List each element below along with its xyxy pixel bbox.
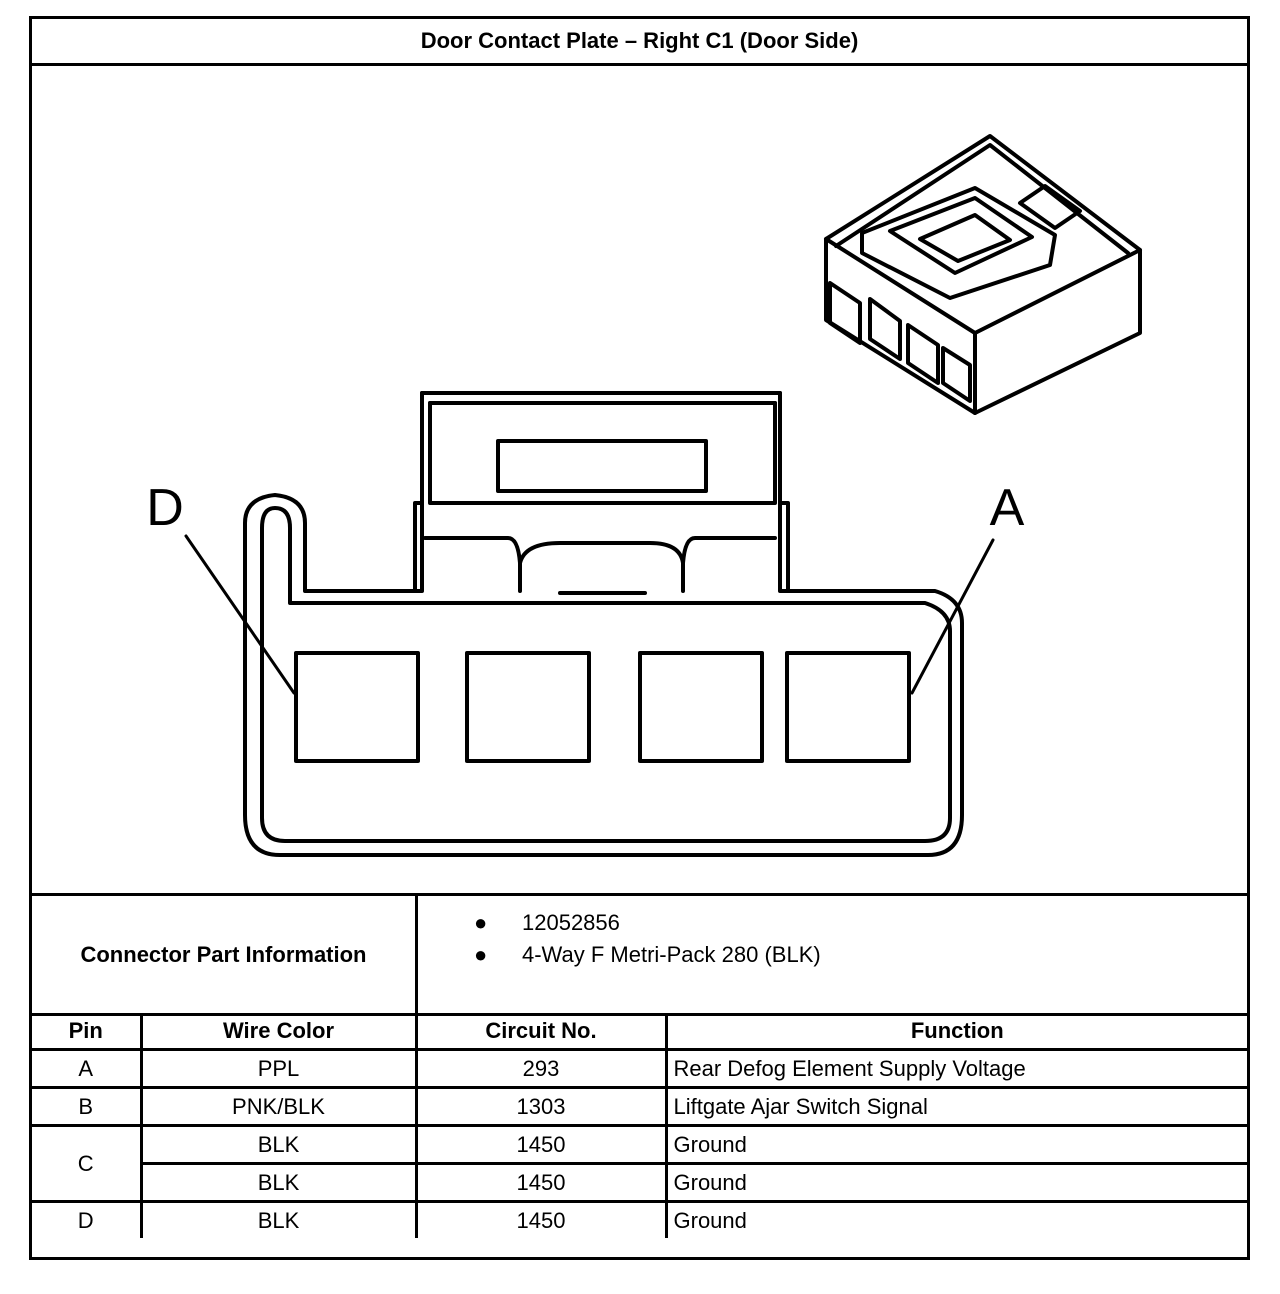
table-row: C BLK 1450 Ground: [32, 1124, 1247, 1203]
function-cell: Liftgate Ajar Switch Signal: [664, 1086, 1247, 1127]
table-row: A PPL 293 Rear Defog Element Supply Volt…: [32, 1048, 1247, 1089]
pin-cell: C: [32, 1124, 143, 1203]
function-cell: Rear Defog Element Supply Voltage: [664, 1048, 1247, 1089]
connector-front-face: [184, 391, 995, 857]
bullet-icon: ●: [474, 910, 488, 935]
wire-color-cell: BLK: [139, 1200, 418, 1238]
connector-part-information: Connector Part Information ● 12052856 ● …: [32, 896, 1247, 1016]
circuit-cell: 1450: [414, 1162, 668, 1203]
circuit-cell: 293: [414, 1048, 668, 1089]
bullet-icon: ●: [474, 942, 488, 967]
connector-diagram: D A: [32, 66, 1247, 896]
connector-info-list: ● 12052856 ● 4-Way F Metri-Pack 280 (BLK…: [474, 910, 821, 967]
header-function: Function: [664, 1013, 1247, 1051]
pin-cell: D: [32, 1200, 143, 1238]
function-cell: Ground: [664, 1200, 1247, 1238]
function-cell: Ground: [664, 1162, 1247, 1203]
wire-color-cell: PNK/BLK: [139, 1086, 418, 1127]
function-cell: Ground: [664, 1124, 1247, 1165]
circuit-cell: 1450: [414, 1200, 668, 1238]
pin-label-d: D: [146, 479, 184, 537]
table-header-row: Pin Wire Color Circuit No. Function: [32, 1013, 1247, 1051]
header-circuit-no: Circuit No.: [414, 1013, 668, 1051]
connector-drawing: D A: [146, 134, 1142, 857]
table-row: D BLK 1450 Ground: [32, 1200, 1247, 1238]
table-row: BLK 1450 Ground: [32, 1162, 1247, 1203]
wire-color-cell: BLK: [139, 1124, 418, 1165]
circuit-cell: 1303: [414, 1086, 668, 1127]
page-title: Door Contact Plate – Right C1 (Door Side…: [32, 19, 1247, 66]
pin-table: Pin Wire Color Circuit No. Function A PP…: [32, 1013, 1247, 1238]
table-row: B PNK/BLK 1303 Liftgate Ajar Switch Sign…: [32, 1086, 1247, 1127]
wire-color-cell: PPL: [139, 1048, 418, 1089]
connector-sheet: Door Contact Plate – Right C1 (Door Side…: [29, 16, 1250, 1260]
pin-label-a: A: [990, 479, 1025, 537]
header-wire-color: Wire Color: [139, 1013, 418, 1051]
pin-cell: A: [32, 1048, 143, 1089]
connector-info-label: Connector Part Information: [32, 896, 418, 1013]
pin-cell: B: [32, 1086, 143, 1127]
circuit-cell: 1450: [414, 1124, 668, 1165]
wire-color-cell: BLK: [139, 1162, 418, 1203]
header-pin: Pin: [32, 1013, 143, 1051]
connector-3d-icon: [824, 134, 1142, 415]
